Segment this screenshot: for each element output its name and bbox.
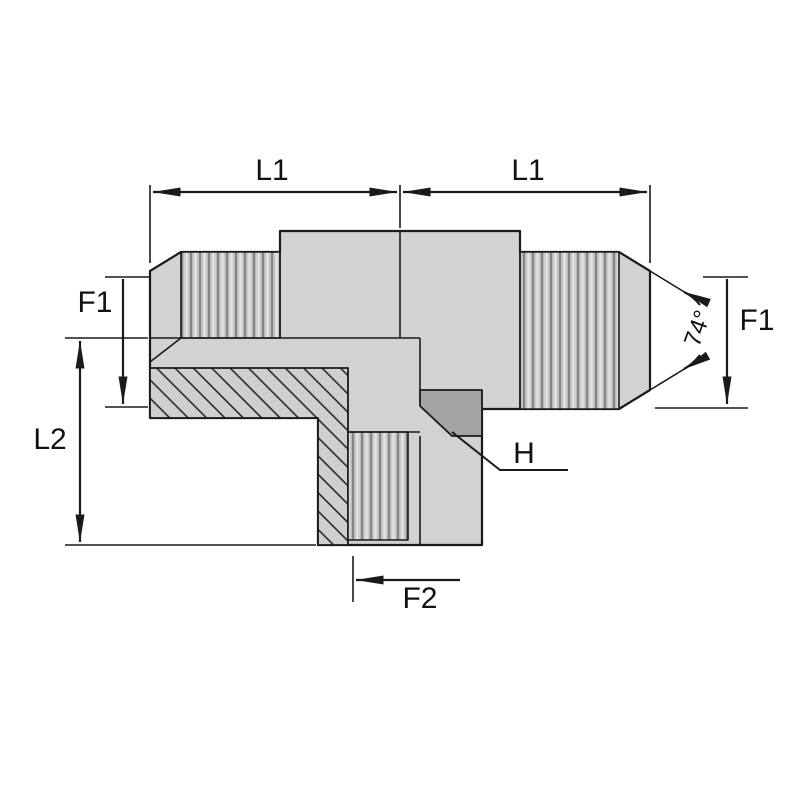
dimension-annotations <box>65 185 748 602</box>
f1-right-label: F1 <box>739 304 774 337</box>
h-leader-line <box>451 431 568 471</box>
right-male-thread <box>519 251 620 410</box>
part-geometry <box>148 229 652 547</box>
angle-arc-bottom <box>683 351 711 370</box>
f1-left-label: F1 <box>77 286 112 319</box>
h-leader <box>451 431 568 471</box>
flare-cone-line <box>149 337 182 363</box>
detail-lines <box>149 231 521 545</box>
bottom-female-thread <box>347 431 409 541</box>
l2-label: L2 <box>33 423 66 456</box>
dimension-labels: L1 L1 F1 L2 F1 F2 H 74° <box>33 154 774 615</box>
angle-arc-top <box>683 290 711 308</box>
section-hatch <box>149 367 349 546</box>
f2-label: F2 <box>402 582 437 615</box>
left-male-thread <box>180 251 281 339</box>
l1-right-label: L1 <box>511 154 544 187</box>
h-label: H <box>513 437 535 470</box>
l1-left-label: L1 <box>255 154 288 187</box>
chamfer-h-region <box>419 389 483 437</box>
dimension-lines <box>75 187 732 585</box>
